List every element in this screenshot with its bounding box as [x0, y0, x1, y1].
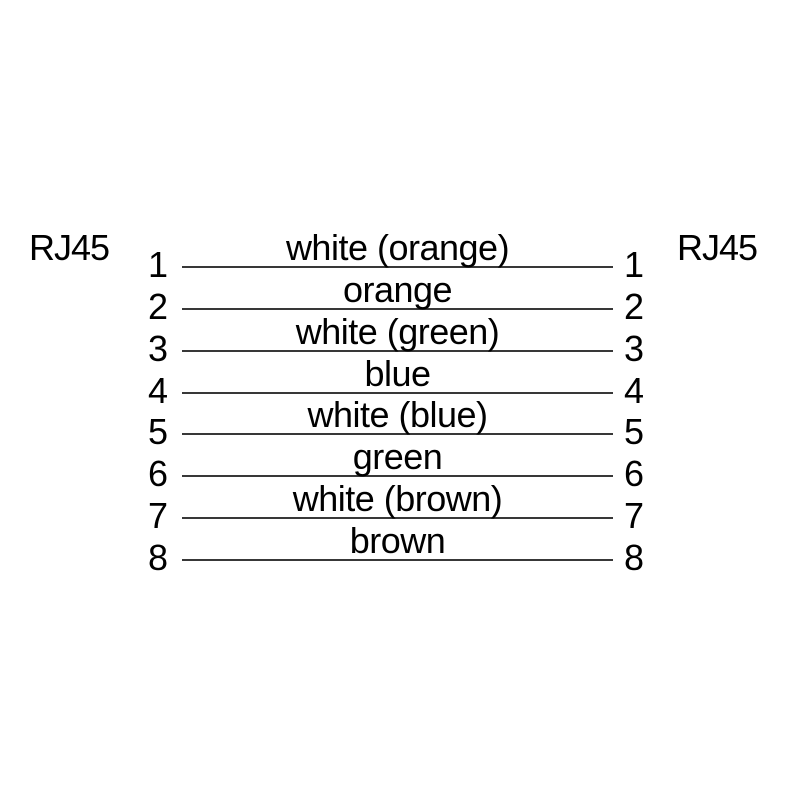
pin-number-left: 3 — [147, 327, 169, 369]
pin-number-right: 7 — [623, 495, 645, 537]
wire-row: 2 orange 2 — [0, 268, 800, 324]
pin-number-left: 5 — [147, 411, 169, 453]
pin-number-right: 2 — [623, 285, 645, 327]
pin-number-left: 4 — [147, 369, 169, 411]
wire-line — [182, 349, 613, 352]
wire-row: 7 white (brown) 7 — [0, 478, 800, 534]
wire-row: 1 white (orange) 1 — [0, 227, 800, 283]
wire-line — [182, 266, 613, 268]
pin-number-left: 2 — [147, 285, 169, 327]
wire-line — [182, 517, 613, 520]
wire-row: 6 green 6 — [0, 436, 800, 492]
pin-number-right: 1 — [623, 244, 645, 285]
pin-number-left: 6 — [147, 453, 169, 495]
wire-color-label: white (orange) — [285, 227, 510, 268]
pin-number-right: 4 — [623, 369, 645, 411]
wire-color-label: white (brown) — [292, 478, 503, 520]
wire-row: 8 brown 8 — [0, 519, 800, 575]
wire-line — [182, 433, 613, 436]
pin-number-right: 6 — [623, 453, 645, 495]
wire-color-label: brown — [349, 519, 446, 561]
wire-color-label: orange — [342, 268, 453, 310]
wire-row: 3 white (green) 3 — [0, 310, 800, 366]
wire-color-label: white (green) — [295, 310, 500, 352]
pin-number-right: 8 — [623, 536, 645, 578]
pin-number-right: 3 — [623, 327, 645, 369]
wire-line — [182, 475, 613, 478]
wire-color-label: blue — [364, 352, 431, 394]
wire-row: 5 white (blue) 5 — [0, 394, 800, 450]
pin-number-left: 1 — [147, 244, 169, 285]
connector-label-right: RJ45 — [677, 227, 758, 268]
wire-color-label: green — [352, 436, 443, 478]
wire-line — [182, 558, 613, 561]
pin-number-left: 7 — [147, 495, 169, 537]
wire-line — [182, 307, 613, 310]
wire-color-label: white (blue) — [307, 394, 488, 436]
pin-number-left: 8 — [147, 536, 169, 578]
pin-number-right: 5 — [623, 411, 645, 453]
connector-label-left: RJ45 — [29, 227, 110, 268]
wire-row: 4 blue 4 — [0, 352, 800, 408]
wire-line — [182, 391, 613, 394]
